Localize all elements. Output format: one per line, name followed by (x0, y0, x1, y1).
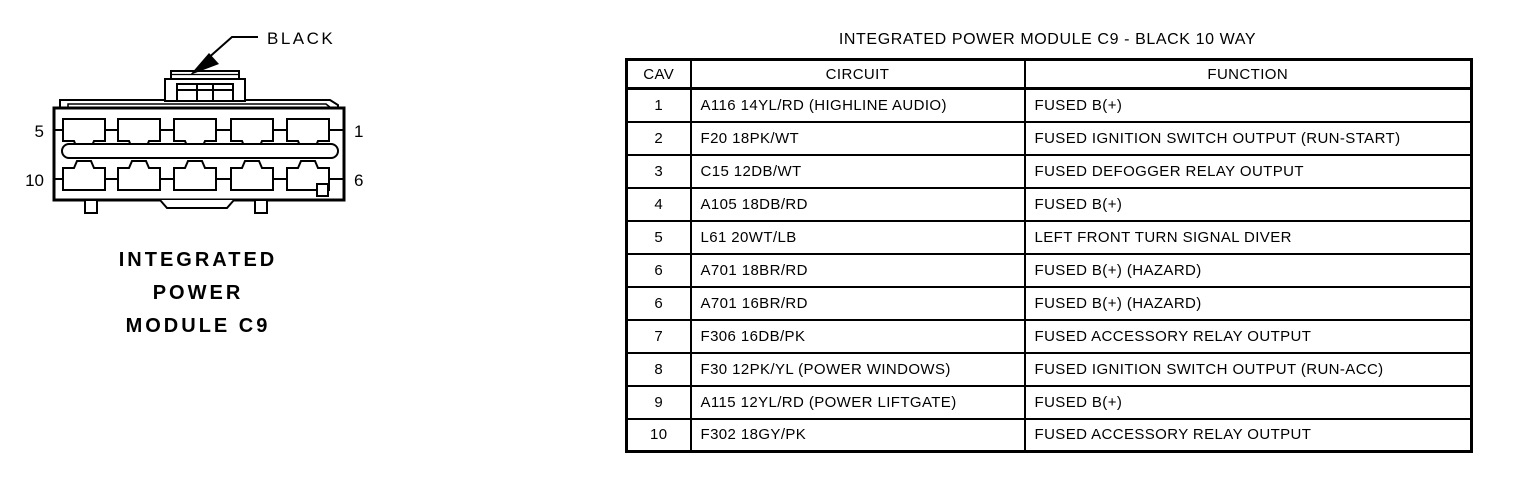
table-row: 3 C15 12DB/WT FUSED DEFOGGER RELAY OUTPU… (625, 153, 1473, 189)
table-title: INTEGRATED POWER MODULE C9 - BLACK 10 WA… (838, 31, 1257, 48)
cav-cell: 8 (625, 351, 692, 387)
function-cell: FUSED DEFOGGER RELAY OUTPUT (1023, 153, 1473, 189)
pin-cavity (117, 160, 161, 191)
pin-cavity (62, 160, 106, 191)
table-row: 9 A115 12YL/RD (POWER LIFTGATE) FUSED B(… (625, 384, 1473, 420)
function-cell: FUSED B(+) (HAZARD) (1023, 252, 1473, 288)
cav-cell: 2 (625, 120, 692, 156)
bottom-row-cavities (62, 160, 330, 191)
pin-label-6: 6 (354, 171, 363, 190)
function-cell: FUSED ACCESSORY RELAY OUTPUT (1023, 318, 1473, 354)
table-row: 6 A701 16BR/RD FUSED B(+) (HAZARD) (625, 285, 1473, 321)
function-cell: LEFT FRONT TURN SIGNAL DIVER (1023, 219, 1473, 255)
table-row: 2 F20 18PK/WT FUSED IGNITION SWITCH OUTP… (625, 120, 1473, 156)
caption-line: INTEGRATED (118, 249, 278, 271)
circuit-cell: A115 12YL/RD (POWER LIFTGATE) (689, 384, 1026, 420)
caption-line: POWER (152, 282, 244, 304)
function-cell: FUSED ACCESSORY RELAY OUTPUT (1023, 417, 1473, 453)
cav-cell: 6 (625, 252, 692, 288)
circuit-cell: F306 16DB/PK (689, 318, 1026, 354)
pin-label-10: 10 (25, 171, 44, 190)
table-row: 1 A116 14YL/RD (HIGHLINE AUDIO) FUSED B(… (625, 87, 1473, 123)
circuit-cell: A701 18BR/RD (689, 252, 1026, 288)
cav-cell: 9 (625, 384, 692, 420)
pin-label-1: 1 (354, 122, 363, 141)
circuit-cell: A105 18DB/RD (689, 186, 1026, 222)
cav-cell: 5 (625, 219, 692, 255)
pin-label-5: 5 (35, 122, 44, 141)
column-header-circuit: CIRCUIT (689, 58, 1026, 90)
connector-color-label: BLACK (267, 29, 335, 48)
table-row: 8 F30 12PK/YL (POWER WINDOWS) FUSED IGNI… (625, 351, 1473, 387)
table-row: 7 F306 16DB/PK FUSED ACCESSORY RELAY OUT… (625, 318, 1473, 354)
circuit-cell: L61 20WT/LB (689, 219, 1026, 255)
function-cell: FUSED B(+) (HAZARD) (1023, 285, 1473, 321)
pin-cavity (230, 160, 274, 191)
table-row: 6 A701 18BR/RD FUSED B(+) (HAZARD) (625, 252, 1473, 288)
table-row: 10 F302 18GY/PK FUSED ACCESSORY RELAY OU… (625, 417, 1473, 453)
table-row: 5 L61 20WT/LB LEFT FRONT TURN SIGNAL DIV… (625, 219, 1473, 255)
cav-cell: 4 (625, 186, 692, 222)
cav-cell: 7 (625, 318, 692, 354)
column-header-function: FUNCTION (1023, 58, 1473, 90)
connector-caption: INTEGRATED POWER MODULE C9 (58, 244, 338, 343)
keying-notch (316, 183, 329, 197)
header-row: CAV CIRCUIT FUNCTION (625, 58, 1473, 90)
circuit-cell: F30 12PK/YL (POWER WINDOWS) (689, 351, 1026, 387)
circuit-cell: C15 12DB/WT (689, 153, 1026, 189)
connector-flange (59, 99, 339, 109)
circuit-cell: A116 14YL/RD (HIGHLINE AUDIO) (689, 87, 1026, 123)
column-header-cav: CAV (625, 58, 692, 90)
function-cell: FUSED B(+) (1023, 87, 1473, 123)
mounting-feet (84, 199, 268, 214)
cav-cell: 1 (625, 87, 692, 123)
function-cell: FUSED B(+) (1023, 384, 1473, 420)
pin-cavity (173, 160, 217, 191)
pinout-table: CAV CIRCUIT FUNCTION 1 A116 14YL/RD (HIG… (625, 58, 1473, 453)
connector-diagram: BLACK 5 1 10 6 (25, 29, 363, 214)
pin-cavity (286, 160, 330, 191)
circuit-cell: F20 18PK/WT (689, 120, 1026, 156)
function-cell: FUSED B(+) (1023, 186, 1473, 222)
leader-line (205, 36, 258, 61)
circuit-cell: F302 18GY/PK (689, 417, 1026, 453)
function-cell: FUSED IGNITION SWITCH OUTPUT (RUN-START) (1023, 120, 1473, 156)
arrowhead-icon (190, 53, 219, 75)
latch-tab (164, 70, 246, 102)
caption-line: MODULE C9 (125, 315, 271, 337)
table-row: 4 A105 18DB/RD FUSED B(+) (625, 186, 1473, 222)
cav-cell: 10 (625, 417, 692, 453)
middle-slot (61, 143, 339, 159)
cav-cell: 6 (625, 285, 692, 321)
pinout-table-body: 1 A116 14YL/RD (HIGHLINE AUDIO) FUSED B(… (625, 87, 1473, 453)
circuit-cell: A701 16BR/RD (689, 285, 1026, 321)
function-cell: FUSED IGNITION SWITCH OUTPUT (RUN-ACC) (1023, 351, 1473, 387)
cav-cell: 3 (625, 153, 692, 189)
